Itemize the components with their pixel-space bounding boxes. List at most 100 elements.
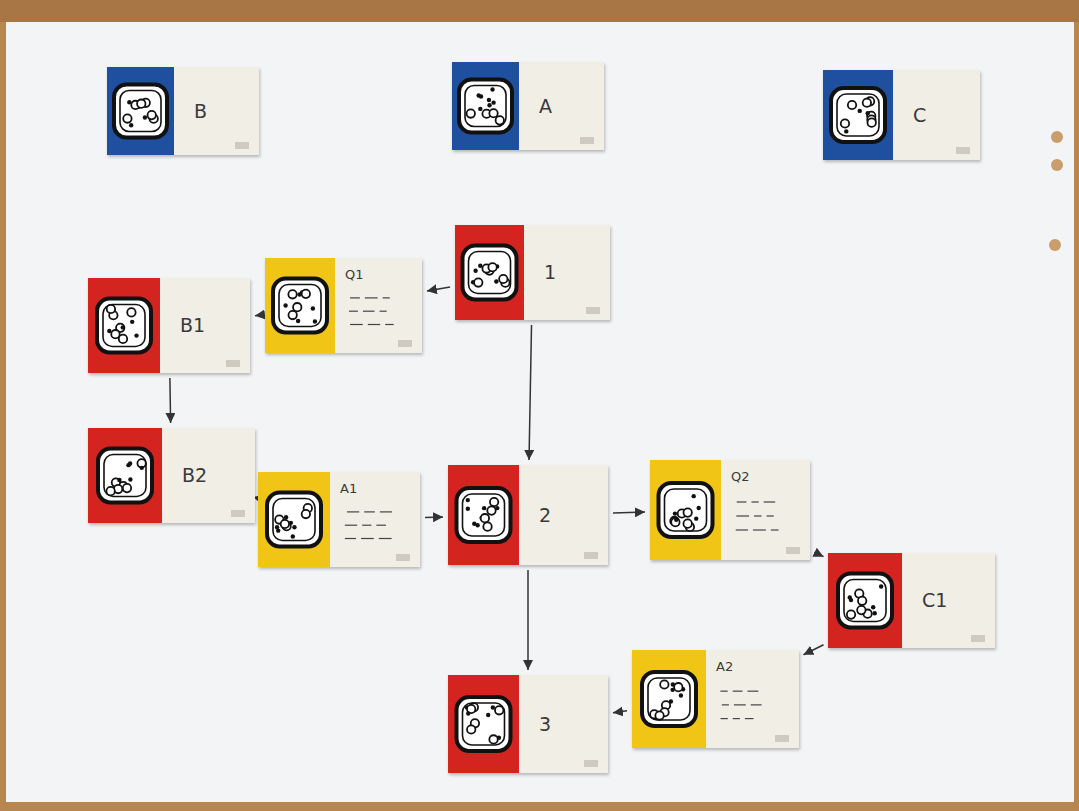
- card-icon: [267, 493, 321, 547]
- punch-hole: [1049, 239, 1061, 251]
- card-face: B: [174, 67, 259, 155]
- color-panel: [828, 553, 902, 648]
- color-panel: [258, 472, 330, 567]
- icon-svg: [650, 460, 721, 560]
- maker-mark: [971, 635, 985, 642]
- color-panel: [650, 460, 721, 560]
- scribble-dash: [363, 311, 375, 312]
- scribble-dash: [751, 704, 762, 705]
- card-face: 2: [519, 465, 608, 565]
- card-icon: [659, 483, 713, 537]
- icon-svg: [258, 472, 330, 567]
- color-panel: [452, 62, 519, 150]
- scribble-dash: [771, 529, 779, 530]
- card-icon: [98, 449, 152, 503]
- maker-mark: [586, 307, 600, 314]
- card-face: 1: [524, 225, 610, 320]
- card: B1: [88, 278, 250, 373]
- scribble-dash: [721, 718, 728, 719]
- scribble-dash: [361, 538, 374, 539]
- scribble-dash: [380, 511, 392, 512]
- scribble-dash: [349, 311, 358, 312]
- scribble-dash: [379, 538, 392, 539]
- scribble-dash: [764, 501, 775, 502]
- maker-mark: [584, 760, 598, 767]
- icon-svg: [452, 62, 519, 150]
- scribble-dash: [733, 691, 743, 692]
- card-label: C: [913, 105, 980, 126]
- card-icon: [97, 299, 151, 353]
- card-face: A: [519, 62, 604, 150]
- icon-svg: [455, 225, 524, 320]
- color-panel: [448, 465, 519, 565]
- scribble-dash: [350, 297, 360, 298]
- arrow-connector: [613, 511, 645, 513]
- scribble-dash: [767, 515, 774, 516]
- card-label: Q2: [731, 470, 810, 484]
- scribble-dash: [737, 501, 747, 502]
- card-label: A2: [716, 660, 799, 674]
- card-icon: [838, 574, 892, 628]
- card-icon: [273, 279, 327, 333]
- card-decoration: [519, 465, 608, 565]
- card-decoration: [902, 553, 995, 648]
- icon-svg: [828, 553, 902, 648]
- color-panel: [88, 278, 160, 373]
- arrow-connector: [803, 645, 823, 655]
- scribble-dash: [734, 704, 746, 705]
- scribble-dash: [345, 538, 356, 539]
- card-label: Q1: [345, 268, 422, 282]
- card: C: [823, 70, 980, 160]
- scribble-dash: [754, 515, 762, 516]
- card: 1: [455, 225, 610, 320]
- card-label: 1: [544, 262, 610, 283]
- card-face: C: [893, 70, 980, 160]
- card-label: A1: [340, 482, 420, 496]
- card-face: Q2: [721, 460, 810, 560]
- card-face: 3: [519, 675, 608, 773]
- punch-hole: [1051, 131, 1063, 143]
- card-icon: [463, 246, 517, 300]
- color-panel: [265, 258, 335, 353]
- arrow-connector: [814, 552, 823, 557]
- scribble-dash: [733, 718, 740, 719]
- maker-mark: [235, 142, 249, 149]
- color-panel: [632, 650, 706, 748]
- card-face: C1: [902, 553, 995, 648]
- scribble-dash: [383, 297, 390, 298]
- arrow-connector: [425, 516, 443, 518]
- color-panel: [88, 428, 162, 523]
- icon-svg: [107, 67, 174, 155]
- card-icon: [459, 80, 512, 133]
- card-label: C1: [922, 590, 995, 611]
- card-icon: [457, 488, 511, 542]
- card-decoration: [519, 62, 604, 150]
- card-decoration: [519, 675, 608, 773]
- card-label: B: [194, 101, 259, 122]
- maker-mark: [580, 137, 594, 144]
- scribble-dash: [350, 324, 363, 325]
- color-panel: [823, 70, 893, 160]
- card: A2: [632, 650, 799, 748]
- maker-mark: [956, 147, 970, 154]
- card-face: B1: [160, 278, 250, 373]
- arrow-connector: [427, 287, 450, 291]
- scribble-dash: [736, 529, 748, 530]
- arrow-connector: [613, 711, 627, 713]
- scribble-dash: [368, 324, 380, 325]
- card: Q2: [650, 460, 810, 560]
- maker-mark: [226, 360, 240, 367]
- card-label: B1: [180, 315, 250, 336]
- card: Q1: [265, 258, 422, 353]
- card: C1: [828, 553, 995, 648]
- icon-svg: [632, 650, 706, 748]
- card-face: A2: [706, 650, 799, 748]
- card-decoration: [524, 225, 610, 320]
- scribble-dash: [376, 525, 386, 526]
- arrow-connector: [529, 325, 532, 460]
- scribble-dash: [385, 324, 393, 325]
- arrow-connector: [169, 378, 171, 423]
- scribble-dash: [751, 501, 758, 502]
- maker-mark: [786, 547, 800, 554]
